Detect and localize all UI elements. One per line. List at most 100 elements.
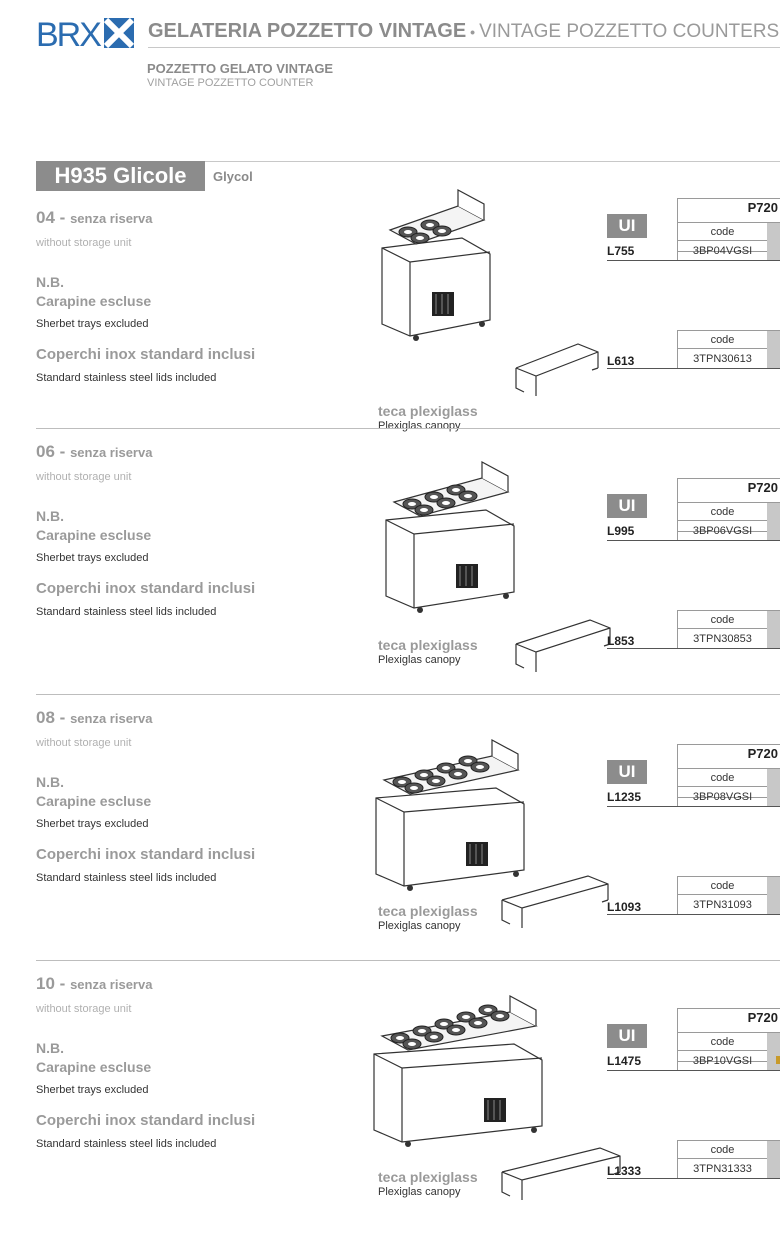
section-dash: - — [59, 708, 66, 727]
svg-text:BRX: BRX — [36, 16, 101, 50]
header-subtitle-en: VINTAGE POZZETTO COUNTER — [147, 77, 314, 89]
canopy-it: teca plexiglass — [378, 403, 478, 419]
row-divider — [607, 806, 780, 807]
code-header: code — [677, 768, 767, 786]
header-title: GELATERIA POZZETTO VINTAGE•VINTAGE POZZE… — [148, 20, 779, 43]
section-number: 10 — [36, 974, 55, 993]
section-reserve-en: without storage unit — [36, 1003, 132, 1015]
finish-label: P720 — [747, 746, 778, 761]
pozzetto-counter-illustration — [375, 738, 525, 891]
nb-label: N.B. — [36, 274, 64, 290]
ui-badge: UI — [607, 494, 647, 518]
row-divider — [607, 368, 780, 369]
price-cell — [767, 610, 780, 648]
section-title: 08 - senza riserva — [36, 708, 152, 728]
trays-it: Carapine escluse — [36, 293, 152, 309]
pozzetto-counter-illustration — [385, 460, 515, 613]
product-code: 3BP04VGSI — [677, 240, 767, 260]
trays-en: Sherbet trays excluded — [36, 318, 149, 330]
section-reserve-en: without storage unit — [36, 471, 132, 483]
section-reserve-en: without storage unit — [36, 237, 132, 249]
trays-it: Carapine escluse — [36, 527, 152, 543]
canopy-code: 3TPN30613 — [677, 348, 767, 368]
nb-label: N.B. — [36, 774, 64, 790]
row-divider — [607, 1070, 780, 1071]
price-cell — [767, 222, 780, 260]
plexiglass-canopy-illustration — [515, 343, 599, 396]
lids-en: Standard stainless steel lids included — [36, 1138, 217, 1150]
code-header: code — [677, 330, 767, 348]
code-header: code — [677, 1032, 767, 1050]
product-code: 3BP10VGSI — [677, 1050, 767, 1070]
ui-badge: UI — [607, 1024, 647, 1048]
section-reserve-en: without storage unit — [36, 737, 132, 749]
lids-it: Coperchi inox standard inclusi — [36, 846, 256, 863]
plexiglass-canopy-illustration — [501, 875, 609, 928]
product-price: L1475 — [607, 1054, 642, 1068]
canopy-it: teca plexiglass — [378, 1169, 478, 1185]
canopy-price: L1333 — [607, 1164, 642, 1178]
product-code: 3BP06VGSI — [677, 520, 767, 540]
row-divider — [607, 914, 780, 915]
header-title-it: GELATERIA POZZETTO VINTAGE — [148, 20, 467, 42]
plexiglass-canopy-illustration — [515, 619, 611, 672]
section-number: 08 — [36, 708, 55, 727]
lids-it: Coperchi inox standard inclusi — [36, 1112, 256, 1129]
ui-badge: UI — [607, 214, 647, 238]
canopy-it: teca plexiglass — [378, 903, 478, 919]
header-separator: • — [470, 24, 476, 40]
price-cell — [767, 876, 780, 914]
header-subtitle-it: POZZETTO GELATO VINTAGE — [147, 61, 334, 76]
section-dash: - — [59, 974, 66, 993]
product-price: L1235 — [607, 790, 642, 804]
row-divider — [607, 648, 780, 649]
trays-it: Carapine escluse — [36, 793, 152, 809]
nb-label: N.B. — [36, 1040, 64, 1056]
row-divider — [607, 1178, 780, 1179]
code-header: code — [677, 610, 767, 628]
row-divider — [607, 260, 780, 261]
row-divider — [607, 540, 780, 541]
canopy-price: L613 — [607, 354, 635, 368]
canopy-en: Plexiglas canopy — [378, 420, 461, 432]
trays-en: Sherbet trays excluded — [36, 1084, 149, 1096]
code-header: code — [677, 1140, 767, 1158]
section-dash: - — [59, 208, 66, 227]
product-price: L995 — [607, 524, 635, 538]
section-reserve-it: senza riserva — [70, 711, 153, 726]
product-code: 3BP08VGSI — [677, 786, 767, 806]
canopy-code: 3TPN30853 — [677, 628, 767, 648]
lids-en: Standard stainless steel lids included — [36, 872, 217, 884]
canopy-code: 3TPN31333 — [677, 1158, 767, 1178]
code-header: code — [677, 222, 767, 240]
price-cell — [767, 768, 780, 806]
code-header: code — [677, 876, 767, 894]
accent-mark — [776, 1056, 780, 1064]
section-reserve-it: senza riserva — [70, 445, 153, 460]
canopy-en: Plexiglas canopy — [378, 1186, 461, 1198]
price-cell — [767, 330, 780, 368]
product-price: L755 — [607, 244, 635, 258]
section-title: 04 - senza riserva — [36, 208, 152, 228]
price-cell — [767, 1032, 780, 1070]
canopy-en: Plexiglas canopy — [378, 920, 461, 932]
section-divider — [36, 694, 780, 695]
section-reserve-it: senza riserva — [70, 211, 153, 226]
finish-label: P720 — [747, 480, 778, 495]
nb-label: N.B. — [36, 508, 64, 524]
canopy-price: L853 — [607, 634, 635, 648]
canopy-price: L1093 — [607, 900, 642, 914]
band-label-en: Glycol — [213, 169, 253, 184]
canopy-it: teca plexiglass — [378, 637, 478, 653]
finish-label: P720 — [747, 1010, 778, 1025]
band-divider — [36, 161, 780, 162]
canopy-en: Plexiglas canopy — [378, 654, 461, 666]
brx-logo: BRX — [36, 16, 136, 54]
lids-en: Standard stainless steel lids included — [36, 606, 217, 618]
pozzetto-counter-illustration — [381, 188, 491, 341]
lids-it: Coperchi inox standard inclusi — [36, 346, 256, 363]
